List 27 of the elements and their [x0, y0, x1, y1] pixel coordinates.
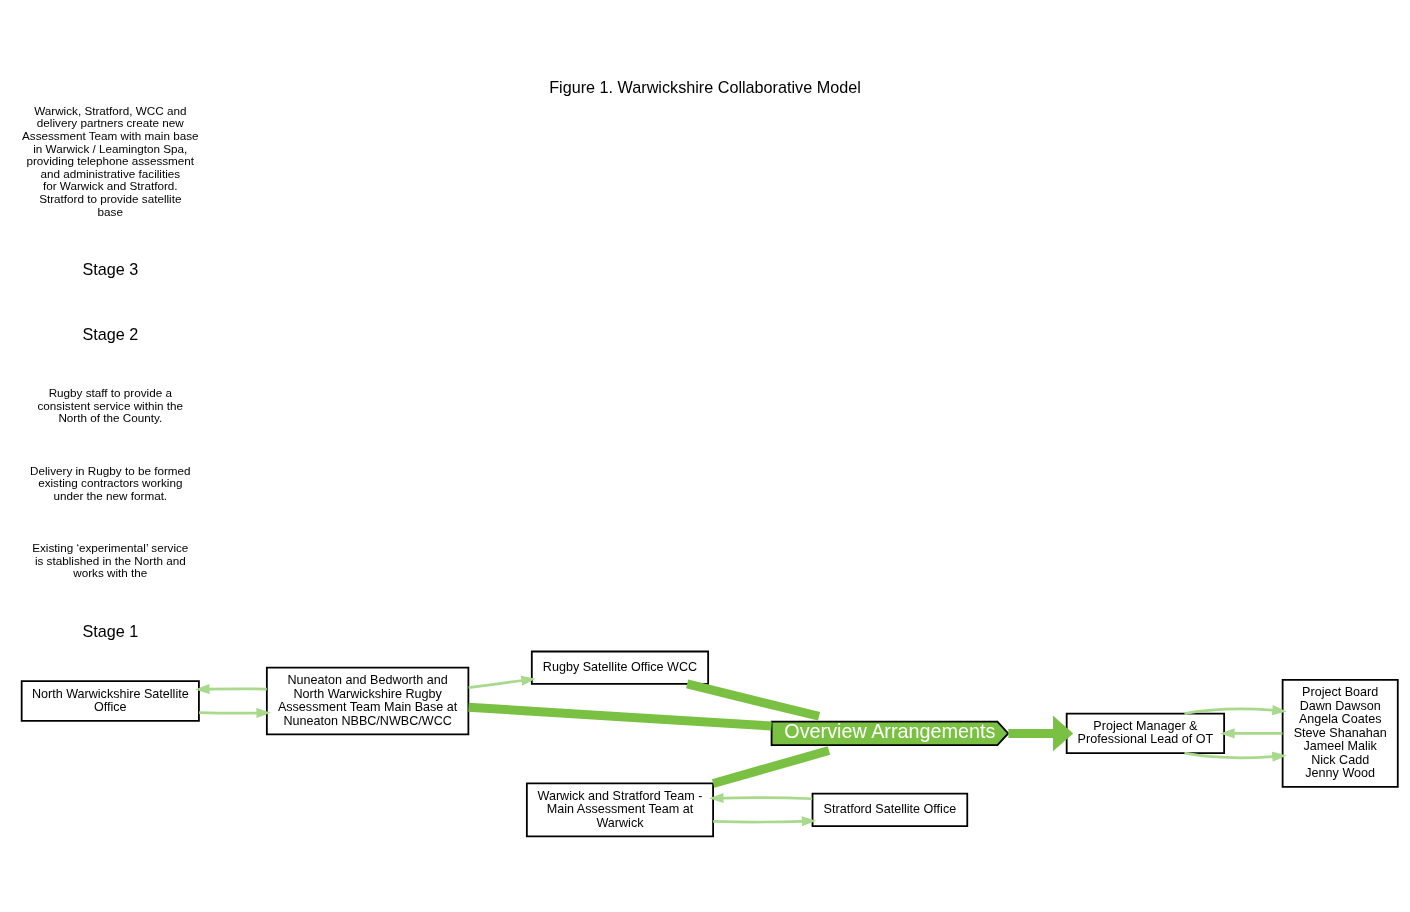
- arrow: [468, 675, 536, 689]
- connector: [686, 679, 821, 721]
- node-box: Warwick and Stratford Team - Main Assessment Team at Warwick: [525, 781, 714, 837]
- label: Stage 3: [82, 259, 139, 278]
- connector: [711, 745, 831, 788]
- label: Existing ‘experimental’ service is stablished in the North and works with the: [32, 540, 189, 579]
- label: Rugby staff to provide a consistent service within the North of the County.: [37, 385, 184, 424]
- arrow: [1184, 704, 1287, 715]
- node-box: Project Board Dawn Dawson Angela Coates Steve Shanahan Jameel Malik Nick Cadd Jenny Wood: [1281, 678, 1399, 788]
- node-box: Rugby Satellite Office WCC: [530, 650, 710, 685]
- node-box: Stratford Satellite Office: [811, 792, 969, 827]
- node-box: Nuneaton and Bedworth and North Warwickshire Rugby Assessment Team Main Base at Nuneaton NBBC/NWBC/WCC: [265, 666, 470, 735]
- arrow: [713, 815, 817, 826]
- arrow: [1008, 715, 1074, 751]
- label: Stage 1: [82, 621, 139, 640]
- arrow: [709, 792, 813, 803]
- arrow: [199, 707, 271, 718]
- arrow: [1220, 727, 1283, 738]
- node-box: North Warwickshire Satellite Office: [20, 679, 200, 722]
- diagram-title: Figure 1. Warwickshire Collaborative Model: [549, 77, 861, 96]
- arrow: [1184, 751, 1287, 762]
- label: Warwick, Stratford, WCC and delivery partners create new Assessment Team with main base in Warwick / Leamington Spa, providing telephone assessment and administrative facilities for Warwick and Stratford. Stratford to provide satellite base: [22, 103, 199, 218]
- label: Delivery in Rugby to be formed existing contractors working under the new format.: [30, 463, 191, 502]
- label: Stage 2: [82, 324, 139, 343]
- node-box: Project Manager & Professional Lead of OT: [1065, 712, 1226, 754]
- arrow: [195, 683, 267, 694]
- connector: [468, 702, 772, 731]
